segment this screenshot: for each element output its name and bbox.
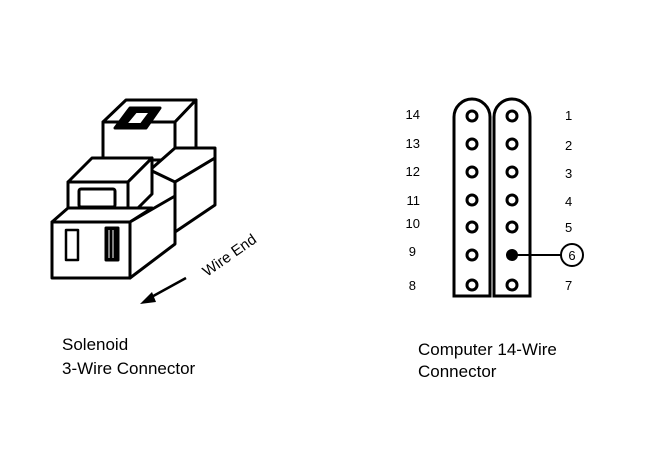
pin-label-10: 10 xyxy=(406,216,420,231)
pin-hole-8 xyxy=(465,278,479,292)
pin-label-12: 12 xyxy=(406,164,420,179)
pin-label-6: 6 xyxy=(568,248,575,263)
pin-label-3: 3 xyxy=(565,166,572,181)
computer-caption-line1: Computer 14-Wire xyxy=(418,340,557,359)
terminal-slot-left xyxy=(64,228,80,262)
pin-hole-11 xyxy=(465,193,479,207)
pin-hole-7 xyxy=(505,278,519,292)
mating-block-side xyxy=(126,156,154,220)
pin-label-14: 14 xyxy=(406,107,420,122)
pin-hole-12 xyxy=(465,165,479,179)
wire-end-label: Wire End xyxy=(200,231,260,280)
pin-label-11: 11 xyxy=(407,193,421,208)
pin-hole-3 xyxy=(505,165,519,179)
housing-top-face xyxy=(148,146,217,184)
pin-label-8: 8 xyxy=(409,278,416,293)
pin-hole-9 xyxy=(465,248,479,262)
solenoid-caption-line1: Solenoid xyxy=(62,335,128,354)
pin-hole-13 xyxy=(465,137,479,151)
pin-label-9: 9 xyxy=(409,244,416,259)
pin-hole-10 xyxy=(465,220,479,234)
mating-block-window xyxy=(77,187,117,209)
pin-holes xyxy=(465,109,519,292)
pin-label-5: 5 xyxy=(565,220,572,235)
pin-hole-5 xyxy=(505,220,519,234)
computer-connector-drawing xyxy=(452,97,532,298)
pin-label-1: 1 xyxy=(565,108,572,123)
terminal-slot-right xyxy=(104,226,120,262)
base-side-face xyxy=(128,194,177,280)
latch-slot-inner xyxy=(125,111,151,125)
pin-hole-4 xyxy=(505,193,519,207)
pin-label-13: 13 xyxy=(406,136,420,151)
pin-6-callout: 6 xyxy=(506,243,584,267)
computer-caption-line2: Connector xyxy=(418,362,497,381)
pin-label-4: 4 xyxy=(565,194,572,209)
pin-6-circle xyxy=(560,243,584,267)
pin-hole-2 xyxy=(505,137,519,151)
solenoid-caption-line2: 3-Wire Connector xyxy=(62,359,196,378)
pin-hole-14 xyxy=(465,109,479,123)
pin-hole-1 xyxy=(505,109,519,123)
pin-label-2: 2 xyxy=(565,138,572,153)
solenoid-connector-drawing xyxy=(50,98,217,280)
wire-end-arrow xyxy=(140,276,187,304)
pin-label-7: 7 xyxy=(565,278,572,293)
